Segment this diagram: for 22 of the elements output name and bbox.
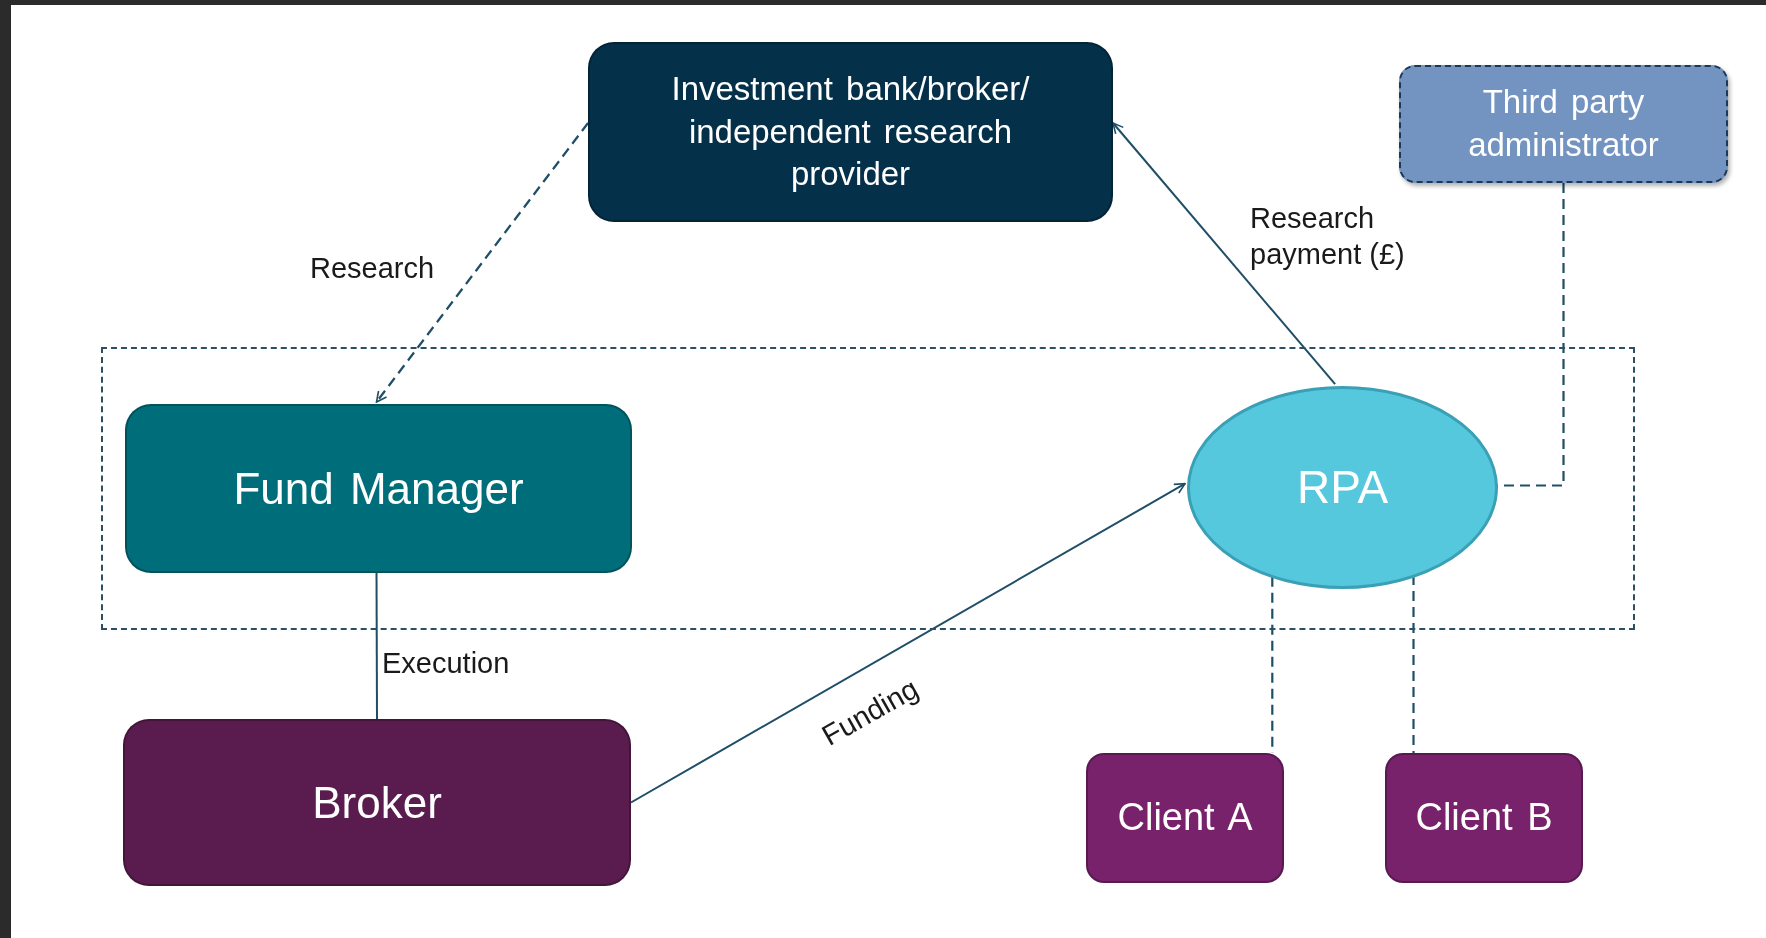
arrow — [1112, 122, 1337, 386]
node-label: Client A — [1117, 795, 1253, 841]
group-boundary — [101, 347, 1635, 630]
client-box — [1385, 753, 1583, 883]
broker-box — [123, 719, 631, 886]
node-label: Investment bank/broker/ independent research provider — [670, 68, 1031, 195]
fund-manager-box — [125, 404, 632, 573]
dashed-connector — [375, 122, 589, 403]
edge-label: Research — [310, 251, 435, 286]
node-label: Broker — [312, 776, 442, 829]
arrow — [630, 482, 1186, 804]
rpa-ellipse — [1187, 386, 1498, 589]
node-label: Third party administrator — [1467, 82, 1660, 165]
client-box — [1086, 753, 1284, 883]
node-label: Fund Manager — [233, 462, 524, 515]
node-label: Client B — [1415, 795, 1553, 841]
node-label: RPA — [1296, 459, 1389, 515]
provider-box — [588, 42, 1113, 222]
dashed-connector — [1412, 575, 1415, 753]
edge-label: Research payment (£) — [1250, 201, 1406, 273]
administrator-box — [1399, 65, 1728, 183]
edge-label: Execution — [382, 646, 511, 681]
